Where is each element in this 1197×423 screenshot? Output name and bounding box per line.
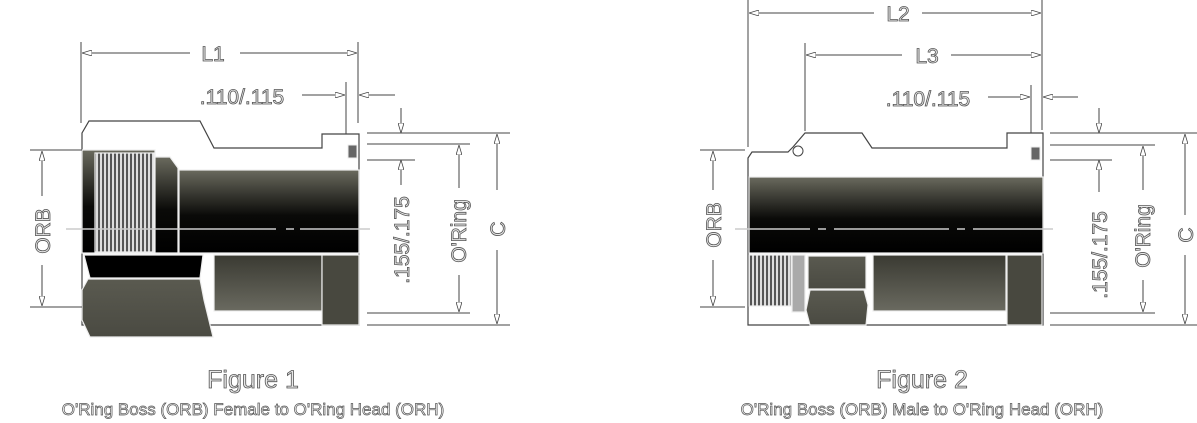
dim-oring-label: O'Ring [448, 199, 471, 263]
figure-2-title: Figure 2 [876, 366, 968, 394]
dim-orb-label: ORB [703, 202, 726, 248]
figure-1-drawing [30, 42, 510, 338]
dim-c-label: C [1175, 227, 1197, 242]
dim-l2-label: L2 [886, 3, 909, 26]
dim-c-label: C [487, 221, 510, 236]
figure-1-subtitle: O'Ring Boss (ORB) Female to O'Ring Head … [62, 400, 444, 419]
dim-groove-label: .155/.175 [1089, 211, 1112, 299]
dim-oring-label: O'Ring [1132, 204, 1155, 268]
dim-gap-label: .110/.115 [200, 86, 284, 109]
figure-2-drawing [700, 0, 1197, 326]
dim-l3-label: L3 [915, 45, 938, 68]
dim-groove-label: .155/.175 [391, 196, 414, 284]
dim-gap-label: .110/.115 [886, 88, 970, 111]
figure-1-title: Figure 1 [207, 366, 299, 394]
dim-orb-label: ORB [32, 208, 55, 254]
dim-l1-label: L1 [201, 43, 224, 66]
figure-2-subtitle: O'Ring Boss (ORB) Male to O'Ring Head (O… [741, 400, 1104, 419]
